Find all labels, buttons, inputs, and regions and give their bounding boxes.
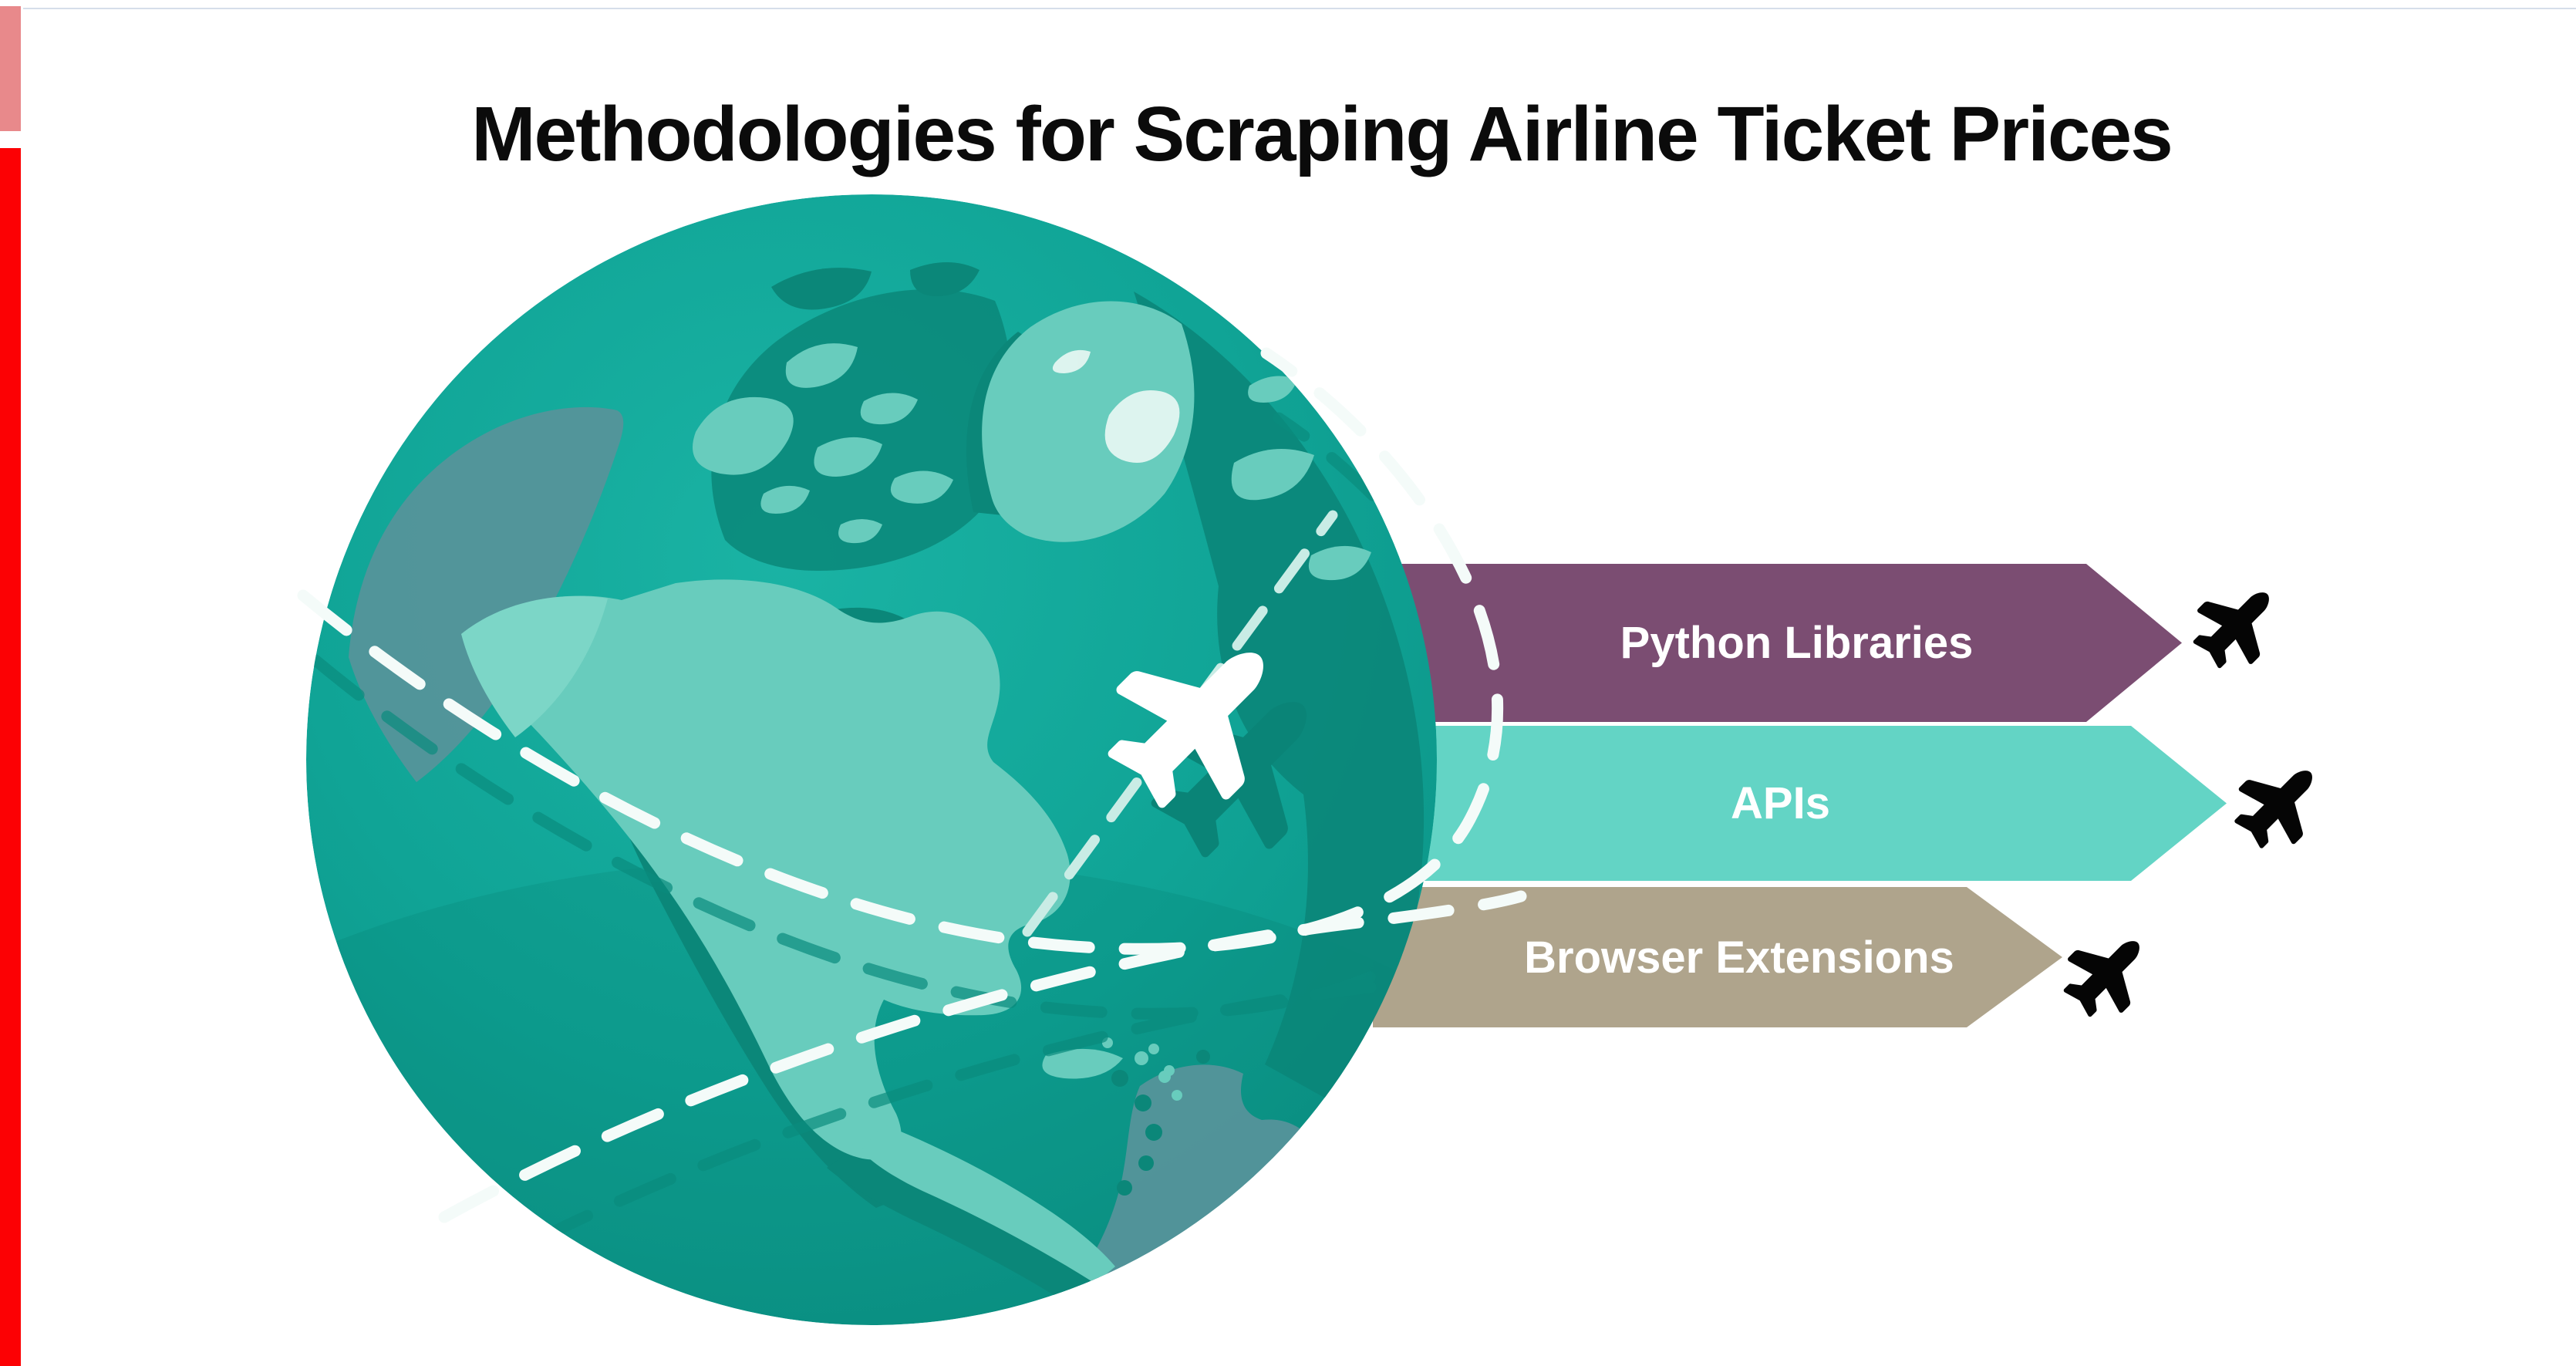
- pacific-coast-shadow: [603, 765, 913, 1208]
- banner-label: Browser Extensions: [1524, 932, 1954, 983]
- airplane-icon-browser-extensions: [2048, 915, 2166, 1032]
- left-accent-bar: [0, 148, 21, 1366]
- globe-ocean: [306, 194, 1437, 1325]
- central-america-landmass: [861, 1125, 1115, 1283]
- banner-python-libraries: Python Libraries: [1373, 564, 2182, 722]
- south-america-landmass: [1010, 1064, 1325, 1325]
- airplane-icon-python-libraries: [2178, 566, 2295, 683]
- cuba-island: [1042, 1048, 1123, 1079]
- route-dash-lower: [438, 890, 1527, 1223]
- banner-apis: APIs: [1373, 726, 2227, 881]
- continent-light-group: [461, 301, 1371, 1283]
- continent-muted-group: [349, 406, 1325, 1325]
- white-airplane-icon: [1078, 600, 1316, 838]
- greenland-landmass: [982, 301, 1195, 542]
- ice-patches: [1052, 349, 1180, 463]
- route-dashes: [297, 347, 1527, 1223]
- banner-label: Python Libraries: [1620, 618, 1974, 668]
- top-divider-line: [23, 8, 2576, 9]
- route-shadow-dashes: [309, 412, 1437, 1288]
- page-title: Methodologies for Scraping Airline Ticke…: [471, 91, 2173, 177]
- airplane-contrail-dashes: [1022, 510, 1338, 937]
- continent-dark-group: [603, 262, 1425, 1311]
- hudson-bay: [821, 607, 936, 701]
- asia-landmass: [349, 406, 624, 782]
- banner-browser-extensions: Browser Extensions: [1373, 887, 2062, 1027]
- north-america-landmass: [461, 579, 1071, 1160]
- alaska-highlight: [461, 595, 608, 737]
- left-accent-bar-top: [0, 6, 21, 131]
- banner-label: APIs: [1731, 778, 1830, 828]
- airplane-icon-apis: [2220, 744, 2338, 863]
- route-dash-upper: [297, 347, 1504, 955]
- isthmus-shadow: [827, 1142, 1117, 1311]
- white-airplane-shadow: [1121, 649, 1359, 887]
